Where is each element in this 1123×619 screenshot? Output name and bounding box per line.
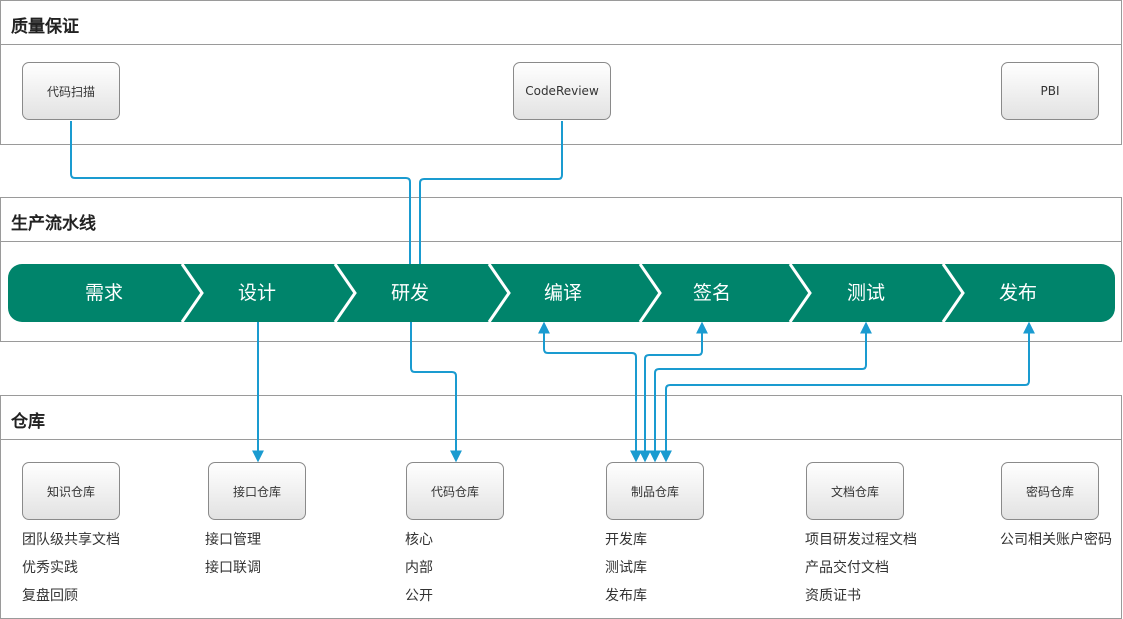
note-line: 公开 [405, 588, 433, 604]
note-line: 测试库 [605, 560, 647, 576]
code-repo-notes: 核心 内部 公开 [405, 526, 433, 610]
step-compile: 编译 [543, 282, 582, 304]
interface-repo-box: 接口仓库 [208, 462, 306, 520]
artifact-repo-notes: 开发库 测试库 发布库 [605, 526, 647, 610]
note-line: 优秀实践 [22, 560, 78, 576]
step-development: 研发 [390, 282, 429, 304]
connector-sign [639, 321, 708, 463]
knowledge-repo-box: 知识仓库 [22, 462, 120, 520]
pipeline-bar: 需求 设计 研发 编译 签名 测试 发布 [8, 264, 1115, 322]
note-line: 产品交付文档 [805, 560, 889, 576]
repo-panel-title: 仓库 [11, 412, 45, 432]
step-design: 设计 [237, 282, 276, 304]
password-repo-box: 密码仓库 [1001, 462, 1099, 520]
connector-test [649, 321, 872, 463]
chevron-5 [788, 263, 812, 323]
connector-code-review [419, 121, 563, 264]
chevron-2 [333, 263, 357, 323]
note-line: 复盘回顾 [22, 588, 78, 604]
step-sign: 签名 [692, 282, 731, 304]
note-line: 开发库 [605, 532, 647, 548]
code-review-box: CodeReview [513, 62, 611, 120]
quality-panel-title: 质量保证 [11, 17, 79, 37]
pipeline-chevrons [180, 263, 965, 323]
step-requirement: 需求 [84, 282, 123, 304]
quality-panel-header: 质量保证 [1, 1, 1121, 45]
note-line: 内部 [405, 560, 433, 576]
note-line: 接口联调 [205, 560, 261, 576]
pipeline-panel-header: 生产流水线 [1, 198, 1121, 242]
quality-panel: 质量保证 [0, 0, 1122, 145]
chevron-1 [180, 263, 204, 323]
note-line: 团队级共享文档 [22, 532, 120, 548]
note-line: 资质证书 [805, 588, 861, 604]
document-repo-box: 文档仓库 [806, 462, 904, 520]
chevron-6 [941, 263, 965, 323]
connector-dev-code [410, 322, 462, 463]
document-repo-notes: 项目研发过程文档 产品交付文档 资质证书 [805, 526, 917, 610]
note-line: 公司相关账户密码 [1000, 532, 1112, 548]
pipeline-panel-title: 生产流水线 [11, 214, 96, 234]
connectors [70, 121, 1035, 463]
note-line: 接口管理 [205, 532, 261, 548]
step-test: 测试 [846, 282, 885, 304]
connector-compile [538, 321, 642, 463]
password-repo-notes: 公司相关账户密码 [1000, 526, 1112, 554]
chevron-3 [487, 263, 511, 323]
code-repo-box: 代码仓库 [406, 462, 504, 520]
pbi-box: PBI [1001, 62, 1099, 120]
connector-release [660, 321, 1035, 463]
interface-repo-notes: 接口管理 接口联调 [205, 526, 261, 582]
artifact-repo-box: 制品仓库 [606, 462, 704, 520]
code-scan-box: 代码扫描 [22, 62, 120, 120]
chevron-4 [638, 263, 662, 323]
note-line: 发布库 [605, 588, 647, 604]
connector-code-scan [70, 121, 411, 264]
note-line: 项目研发过程文档 [805, 532, 917, 548]
knowledge-repo-notes: 团队级共享文档 优秀实践 复盘回顾 [22, 526, 120, 610]
note-line: 核心 [405, 532, 433, 548]
step-release: 发布 [998, 282, 1037, 304]
